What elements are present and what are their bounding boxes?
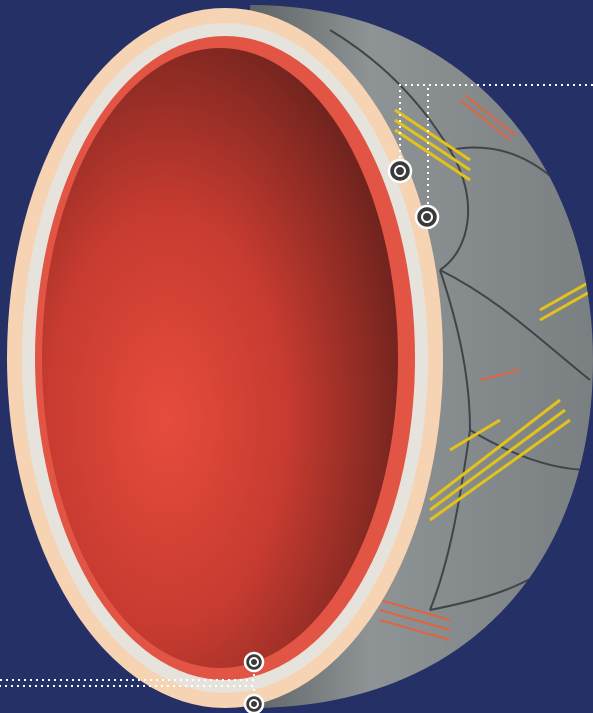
marker-inner-lining[interactable] (245, 695, 263, 713)
marker-outer-shell[interactable] (389, 160, 411, 182)
marker-bladder[interactable] (245, 653, 263, 671)
inner-cavity (42, 48, 398, 668)
marker-padding-layer[interactable] (416, 206, 438, 228)
